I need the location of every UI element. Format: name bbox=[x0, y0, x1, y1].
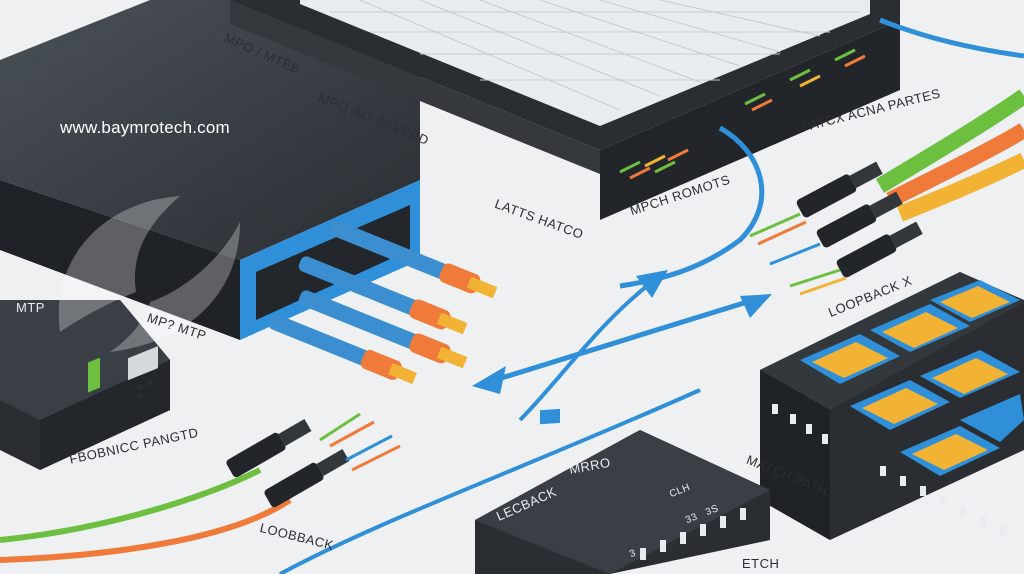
fiber-cables-bottom-left bbox=[0, 467, 292, 563]
mtp-box-left bbox=[0, 300, 170, 470]
fiber-switch-left bbox=[0, 0, 420, 340]
fiber-cable-top-right bbox=[879, 17, 1024, 59]
fiber-connectors-group bbox=[268, 220, 498, 385]
loopback-module-right bbox=[760, 272, 1024, 540]
arrow-up-icon bbox=[518, 270, 668, 422]
label-mtp-box: MTP bbox=[16, 300, 45, 315]
website-url: www.baymrotech.com bbox=[60, 118, 230, 137]
fiber-bundle-right bbox=[875, 89, 1024, 222]
connector-plugs-right bbox=[749, 161, 923, 296]
double-arrow-icon bbox=[472, 294, 772, 394]
label-etch: ETCH bbox=[742, 556, 780, 571]
loopback-module-center bbox=[475, 408, 770, 574]
connector-plugs-bottom-left bbox=[226, 412, 401, 508]
patch-panel-top bbox=[230, 0, 900, 220]
fiber-cable-bottom bbox=[279, 388, 701, 574]
baymro-swoosh-logo-icon bbox=[58, 196, 240, 352]
